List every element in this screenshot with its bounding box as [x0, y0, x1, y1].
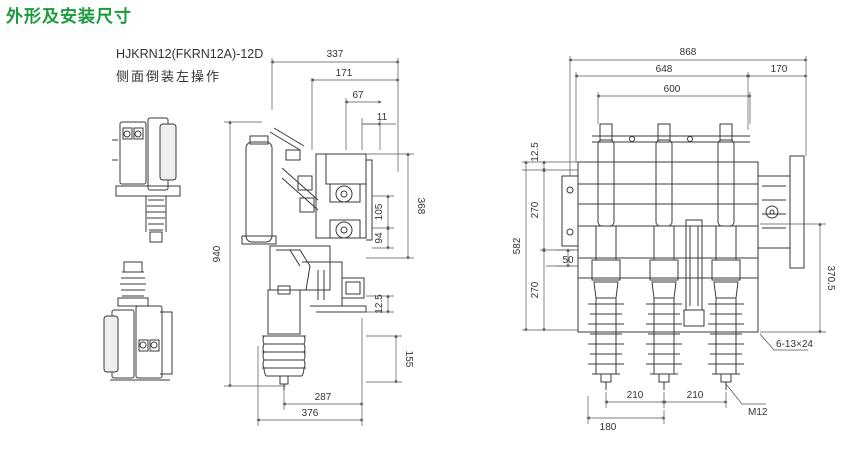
dim-155: 155 [403, 351, 414, 368]
dim-270-lower: 270 [530, 281, 541, 298]
dim-940: 940 [212, 245, 223, 262]
dim-648: 648 [656, 64, 673, 75]
dim-94: 94 [374, 232, 385, 244]
dim-270-upper: 270 [530, 201, 541, 218]
mounting-type: 侧面倒装左操作 [116, 70, 222, 85]
dim-170: 170 [771, 64, 788, 75]
front-view-dim-labels: 868 648 170 600 12.5 270 582 50 270 370.… [512, 47, 836, 433]
dim-376: 376 [302, 408, 319, 419]
dim-210-right: 210 [687, 390, 704, 401]
side-view-dimensions [224, 58, 414, 426]
dim-12-5-front: 12.5 [530, 142, 541, 162]
front-view-body [561, 123, 805, 390]
thumbnail-bottom [103, 261, 173, 381]
side-view-dim-labels: 337 171 67 11 940 368 105 94 12.5 155 28… [212, 49, 426, 419]
dim-180: 180 [600, 422, 617, 433]
dim-11: 11 [377, 112, 388, 123]
dim-171: 171 [336, 68, 353, 79]
fuse-phase-c [708, 123, 744, 390]
section-title: 外形及安装尺寸 [6, 7, 132, 27]
dim-105: 105 [374, 203, 385, 220]
dim-582: 582 [512, 237, 523, 254]
front-view-dimensions [522, 56, 826, 424]
fuse-phase-a [588, 123, 624, 390]
dim-370-5: 370.5 [825, 265, 836, 290]
dim-287: 287 [315, 392, 332, 403]
dim-210-left: 210 [627, 390, 644, 401]
dim-m12: M12 [748, 407, 768, 418]
model-number: HJKRN12(FKRN12A)-12D [116, 47, 264, 61]
dim-337: 337 [327, 49, 344, 60]
dim-368: 368 [415, 198, 426, 215]
dim-868: 868 [680, 47, 697, 58]
fuse-phase-b [646, 123, 682, 390]
dim-600: 600 [664, 84, 681, 95]
dim-mounting-holes: 6-13×24 [776, 339, 813, 350]
thumbnail-top [112, 117, 181, 243]
dim-67: 67 [352, 90, 364, 101]
dim-50: 50 [562, 255, 574, 266]
side-view-body [241, 127, 373, 390]
dim-12-5-side: 12.5 [374, 294, 385, 314]
